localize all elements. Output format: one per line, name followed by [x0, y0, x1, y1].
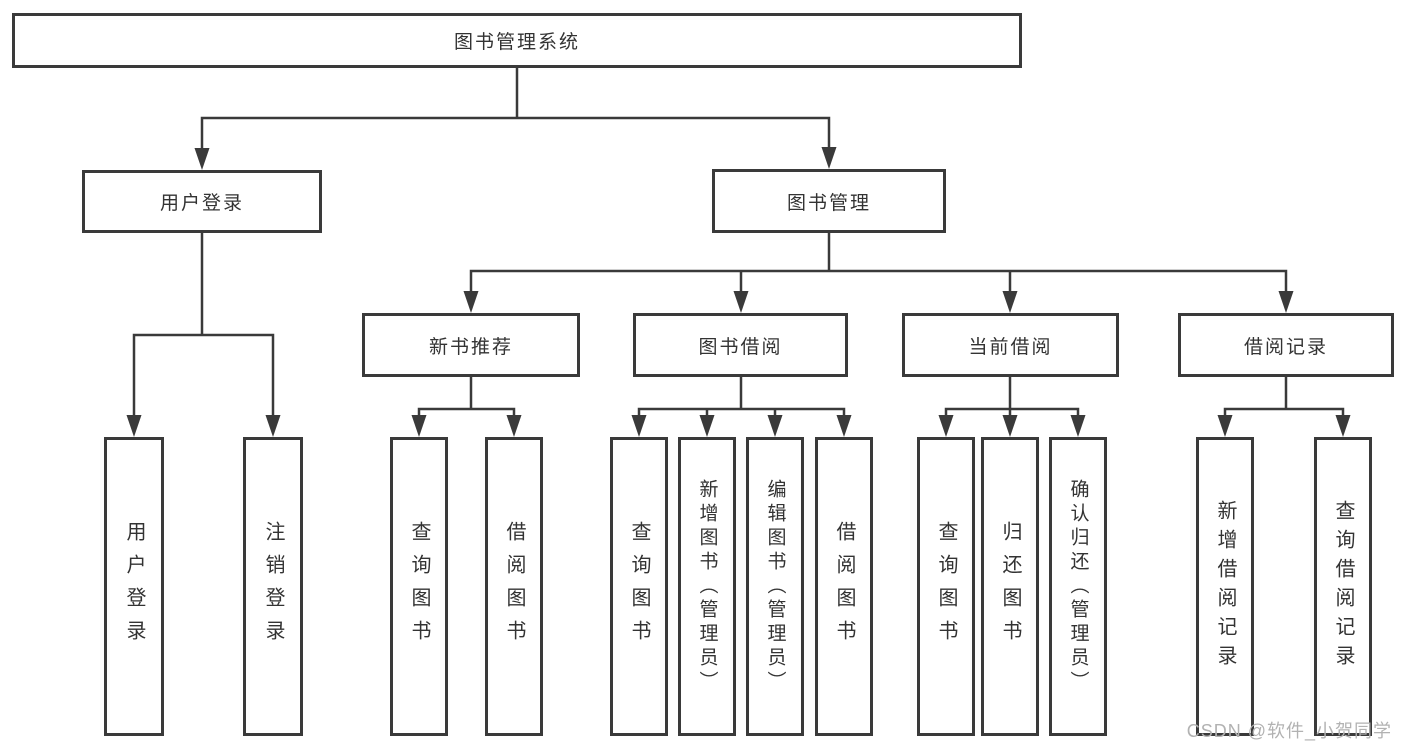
node-book-borrowing: 图书借阅 [633, 313, 848, 377]
leaf-label: 编辑图书（管理员） [764, 478, 786, 695]
node-label: 当前借阅 [968, 336, 1053, 358]
leaf-query-books-current: 查询图书 [917, 437, 975, 736]
leaf-label: 借阅图书 [503, 520, 525, 653]
leaf-edit-books-admin: 编辑图书（管理员） [746, 437, 804, 736]
leaf-logout: 注销登录 [243, 437, 303, 736]
leaf-label: 新增借阅记录 [1214, 499, 1236, 674]
leaf-add-borrow-record: 新增借阅记录 [1196, 437, 1254, 736]
leaf-label: 借阅图书 [833, 520, 855, 653]
connector-bookborrow-to-leaves [631, 375, 852, 437]
node-current-borrowing: 当前借阅 [902, 313, 1119, 377]
node-library-management-system: 图书管理系统 [12, 13, 1022, 68]
leaf-add-books-admin: 新增图书（管理员） [678, 437, 736, 736]
node-label: 新书推荐 [428, 336, 513, 358]
leaf-query-books-newbook: 查询图书 [390, 437, 448, 736]
leaf-label: 查询借阅记录 [1332, 499, 1354, 674]
node-new-book-recommendation: 新书推荐 [362, 313, 580, 377]
connector-borrowrecords-to-leaves [1217, 375, 1351, 437]
node-label: 用户登录 [159, 193, 244, 214]
leaf-return-books: 归还图书 [981, 437, 1039, 736]
csdn-watermark: CSDN @软件_小贺同学 [1186, 721, 1392, 741]
connector-currentborrow-to-leaves [938, 375, 1086, 437]
node-book-management: 图书管理 [712, 169, 946, 233]
leaf-label: 查询图书 [628, 520, 650, 653]
leaf-query-books-borrow: 查询图书 [610, 437, 668, 736]
leaf-label: 用户登录 [123, 520, 145, 653]
node-user-login: 用户登录 [82, 170, 322, 233]
leaf-query-borrow-record: 查询借阅记录 [1314, 437, 1372, 736]
node-borrowing-records: 借阅记录 [1178, 313, 1394, 377]
connector-root-to-level2 [194, 66, 837, 170]
leaf-label: 归还图书 [999, 520, 1021, 653]
connector-userlogin-to-leaves [126, 231, 281, 437]
leaf-label: 确认归还（管理员） [1067, 478, 1089, 695]
connector-newbook-to-leaves [411, 375, 522, 437]
leaf-label: 注销登录 [262, 520, 284, 653]
leaf-borrow-books-borrow: 借阅图书 [815, 437, 873, 736]
leaf-user-login: 用户登录 [104, 437, 164, 736]
leaf-label: 查询图书 [408, 520, 430, 653]
node-label: 图书管理 [786, 192, 871, 214]
node-label: 图书管理系统 [453, 32, 580, 53]
leaf-label: 新增图书（管理员） [696, 478, 718, 695]
leaf-borrow-books-newbook: 借阅图书 [485, 437, 543, 736]
node-label: 借阅记录 [1243, 336, 1328, 358]
leaf-label: 查询图书 [935, 520, 957, 653]
node-label: 图书借阅 [698, 336, 783, 358]
leaf-confirm-return-admin: 确认归还（管理员） [1049, 437, 1107, 736]
connector-bookmgmt-to-level3 [463, 231, 1294, 313]
